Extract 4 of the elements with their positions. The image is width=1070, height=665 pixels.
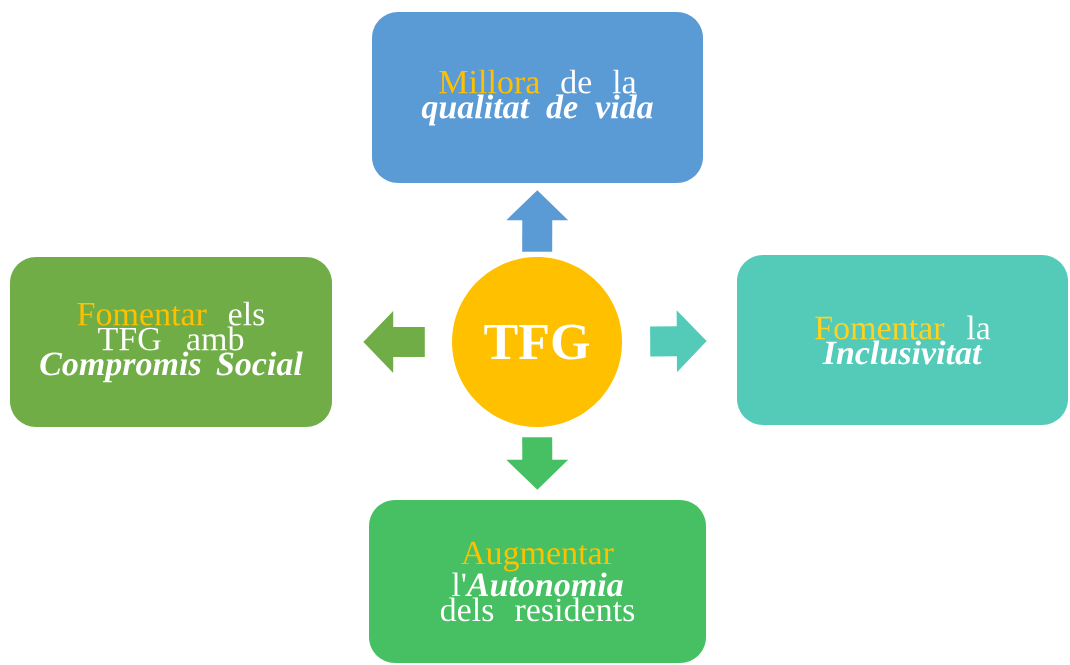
goal-box: Fomentar la Inclusivitat: [737, 255, 1068, 425]
goal-box: Augmentar l'Autonomia dels residents: [369, 500, 706, 663]
goal-box: Fomentar els TFG amb Compromis Social: [10, 257, 332, 427]
goal-box: Millora de la qualitat de vida: [372, 12, 703, 183]
